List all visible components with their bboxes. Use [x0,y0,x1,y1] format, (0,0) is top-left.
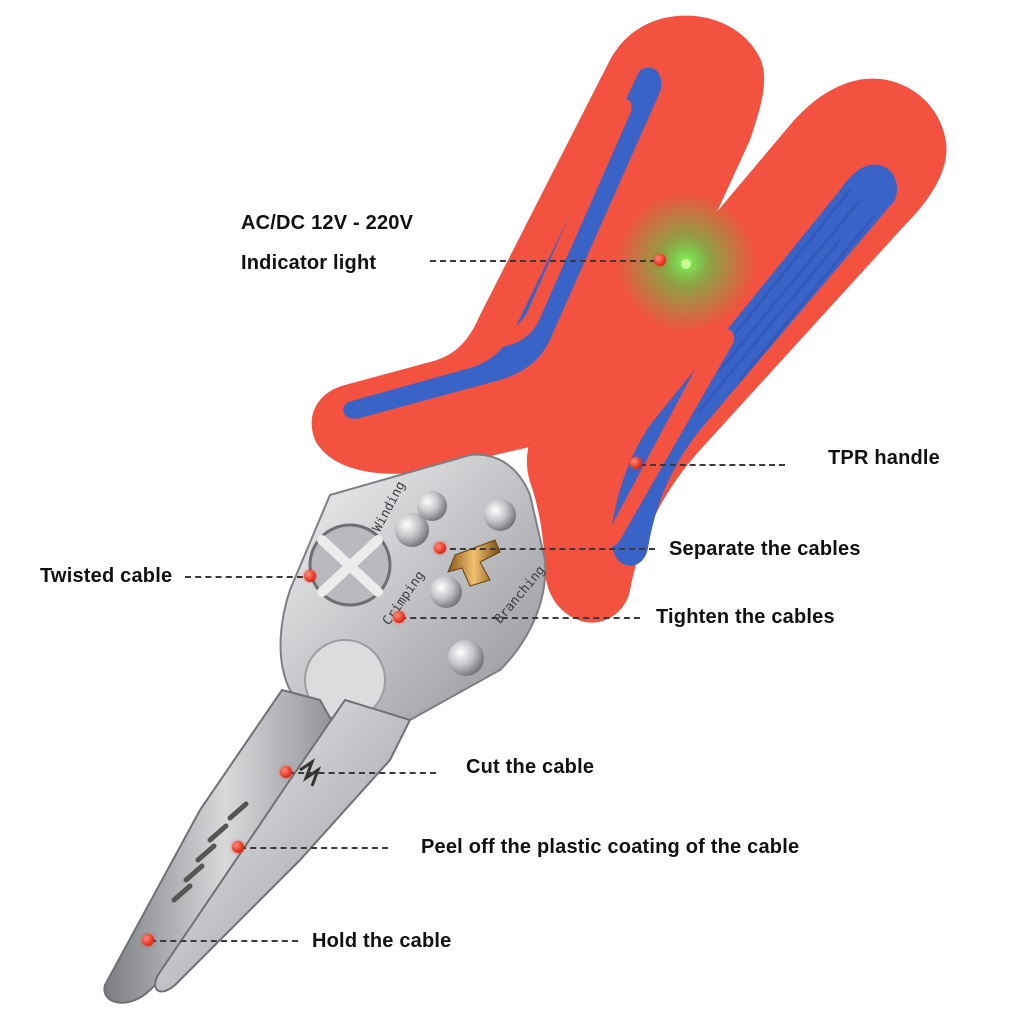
crimp-ball-3 [484,499,516,531]
callout-dot-tpr [630,457,642,469]
leader-indicator [430,260,656,262]
right-handle-grip [611,164,898,566]
callout-dot-peel [232,841,244,853]
brass-separator [447,539,501,587]
callout-dot-cut [280,766,292,778]
label-tighten-cables: Tighten the cables [656,606,835,628]
leader-tighten [400,617,640,619]
left-handle [311,15,765,474]
crimp-ball-2 [417,491,447,521]
leader-cut [288,772,436,774]
winding-hole-cross [317,535,383,597]
leader-twisted [185,576,303,578]
label-twisted-cable: Twisted cable [40,565,173,587]
crimp-ball-4 [430,576,462,608]
callout-dot-twisted [304,570,316,582]
right-handle-grip-texture [688,189,877,411]
callout-dot-hold [142,934,154,946]
crimp-ball-5 [448,640,484,676]
right-handle-red-stripe [605,328,735,547]
label-hold-cable: Hold the cable [312,930,452,952]
callout-dot-separate [434,542,446,554]
label-separate-cables: Separate the cables [669,538,861,560]
callout-dot-tighten [393,611,405,623]
label-voltage: AC/DC 12V - 220V [241,212,414,234]
left-handle-inlay-inner [420,98,632,370]
label-tpr-handle: TPR handle [828,447,941,469]
callout-dot-indicator [654,254,666,266]
crimp-ball-1 [395,513,429,547]
cutter-spring [299,758,322,787]
leader-separate [440,548,655,550]
leader-tpr [640,464,785,466]
label-cut-cable: Cut the cable [466,756,595,778]
leader-peel [240,847,388,849]
leader-hold [150,940,298,942]
stripping-notches [171,801,249,903]
label-indicator-light: Indicator light [241,252,377,274]
indicator-led [681,259,691,269]
label-peel-coating: Peel off the plastic coating of the cabl… [421,836,800,858]
